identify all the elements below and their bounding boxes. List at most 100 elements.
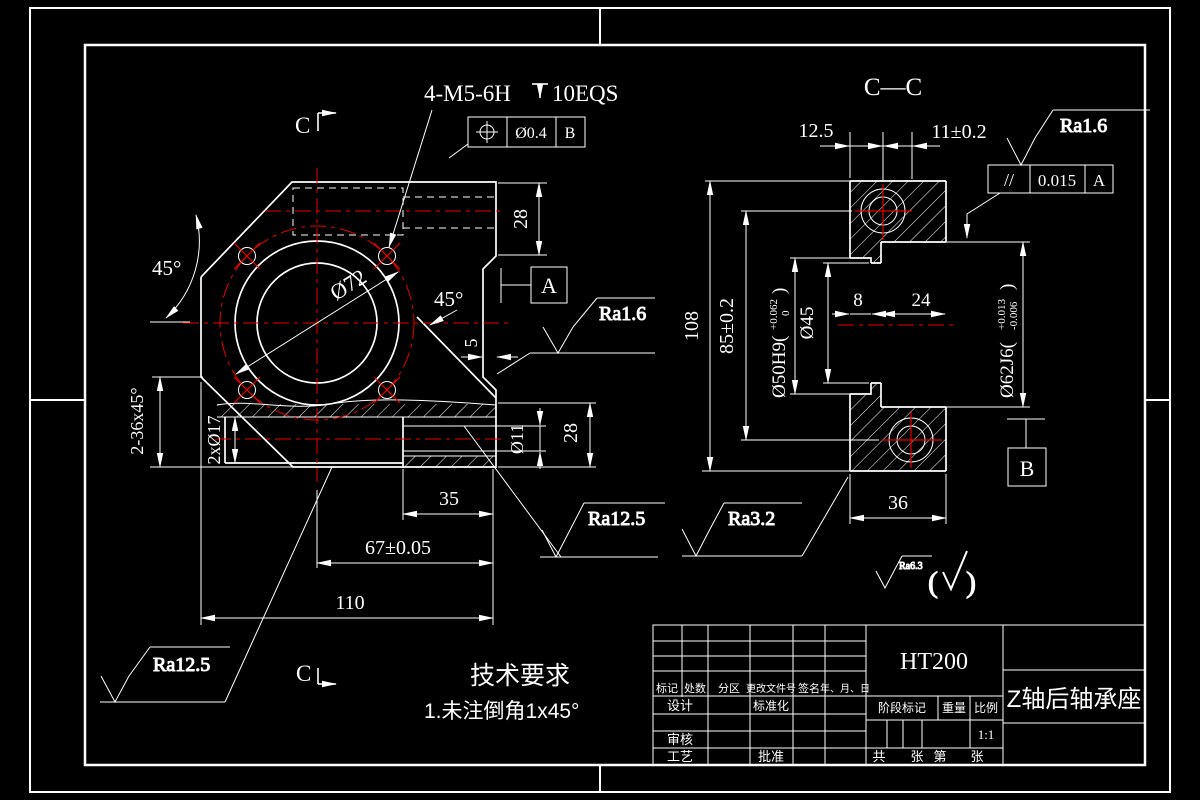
section-bottom-hole [882, 412, 942, 468]
stage-mark-label: 阶段标记 [878, 700, 926, 715]
datum-a: A [500, 266, 568, 304]
dim-bore50: Ø50H9( +0.062 0 ) [768, 257, 850, 398]
counterbore-label: 2xØ17 [204, 416, 224, 465]
bore62-main: Ø62J6( [997, 342, 1018, 398]
section-letter-top: C [295, 113, 310, 138]
sheet-note-sheet: 张 [970, 749, 983, 764]
hole-11-label: Ø11 [507, 424, 527, 454]
dim-hole-11: Ø11 [507, 408, 544, 469]
dim-110-label: 110 [335, 592, 364, 614]
position-datum-ref: B [565, 125, 576, 142]
chamfer-note-label: 2-36x45° [127, 387, 147, 454]
angle-right-label: 45° [434, 287, 463, 311]
dim-67-label: 67±0.05 [365, 537, 431, 559]
roughness-ra16-section-label: Ra1.6 [1060, 115, 1107, 137]
row-process: 工艺 [667, 749, 693, 764]
bore62-lower-tol: -0.006 [1008, 301, 1020, 330]
position-tolerance-value: Ø0.4 [515, 125, 547, 142]
dim-bore45: Ø45 [797, 262, 869, 384]
dim-bore62: Ø62J6( +0.013 -0.006 ) [946, 241, 1030, 408]
dim-28-top: 28 [498, 182, 547, 256]
roughness-ra32: Ra3.2 [681, 476, 849, 558]
dim-67: 67±0.05 [316, 490, 494, 568]
technical-requirements: 技术要求 1.未注倒角1x45° [424, 662, 579, 723]
dim-85-label: 85±0.2 [716, 298, 738, 354]
dim-36-label: 36 [888, 492, 908, 514]
front-hatch-band [217, 404, 496, 417]
dim-108: 108 [681, 180, 850, 472]
dim-chamfer-236: 2-36x45° [127, 376, 293, 468]
dim-36: 36 [849, 474, 947, 524]
tech-req-item1: 1.未注倒角1x45° [424, 700, 579, 723]
roughness-ra16-front: Ra1.6 [496, 297, 655, 375]
parallel-symbol: // [1004, 170, 1014, 190]
title-block: 标记 处数 分区 更改文件号 签名 年、月、日 设计 标准化 审核 工艺 批准 … [652, 624, 1146, 766]
bore50-lower-tol: 0 [780, 310, 792, 316]
row-standardization: 标准化 [753, 699, 789, 713]
parallel-tolerance: 0.015 [1038, 171, 1076, 190]
roughness-ra125-left-label: Ra12.5 [153, 654, 210, 676]
dim-85: 85±0.2 [716, 210, 879, 441]
title-block-grid [652, 624, 1146, 766]
front-view: C C 4-M5-6H 10EQS Ø0. [100, 81, 665, 704]
depth-symbol-icon [532, 83, 548, 99]
thread-note-suffix: 10EQS [552, 81, 618, 106]
bore50-main: Ø50H9( [769, 336, 790, 398]
dim-125-label: 12.5 [799, 120, 834, 142]
dim-35-label: 35 [439, 488, 459, 510]
check-roughness-icon [942, 550, 968, 592]
position-tolerance-frame: Ø0.4 B [448, 116, 586, 159]
part-name: Z轴后轴承座 [1007, 686, 1142, 713]
scale-label: 比例 [974, 701, 998, 715]
parallelism-frame: // 0.015 A [963, 164, 1114, 239]
tech-req-title: 技术要求 [470, 662, 570, 690]
sheet-note-sheets: 张 [910, 749, 923, 764]
dim-108-label: 108 [681, 311, 703, 341]
front-outline [200, 181, 497, 468]
dim-28-bottom-label: 28 [560, 423, 582, 443]
angle-dim-right: 45° [429, 287, 463, 326]
section-title: C—C [864, 74, 922, 101]
header-date: 年、月、日 [820, 682, 870, 695]
bore45-label: Ø45 [797, 307, 818, 340]
roughness-ra32-label: Ra3.2 [728, 508, 775, 530]
row-design: 设计 [667, 698, 693, 713]
title-block-headers: 标记 处数 分区 更改文件号 签名 年、月、日 [656, 681, 870, 695]
bore50-close: ) [769, 288, 790, 294]
material-label: HT200 [900, 649, 968, 675]
roughness-ra16-front-label: Ra1.6 [599, 303, 646, 325]
front-hatch-strip [403, 456, 496, 467]
title-block-rows: 设计 标准化 审核 工艺 批准 [667, 698, 789, 764]
bore50-upper-tol: +0.062 [768, 299, 780, 330]
dim-5-label: 5 [461, 339, 481, 348]
roughness-ra16-section: Ra1.6 [1006, 109, 1150, 167]
roughness-ra125-mid: Ra12.5 [463, 425, 665, 559]
counterbore-pocket [224, 417, 404, 467]
dim-5: 5 [461, 312, 518, 366]
paren-close: ) [966, 566, 976, 599]
section-top-hole [855, 184, 912, 240]
dim-35: 35 [402, 469, 494, 625]
sheet-border [29, 7, 1171, 793]
general-roughness-value: Ra6.3 [899, 561, 923, 572]
header-zone: 分区 [718, 682, 740, 695]
header-mark: 标记 [656, 681, 678, 695]
sheet-note-no: 第 [933, 749, 946, 764]
dim-24-label: 24 [912, 290, 932, 311]
header-change-doc: 更改文件号 [746, 682, 796, 695]
section-hatch-top [850, 181, 946, 263]
dim-8-label: 8 [853, 290, 863, 311]
row-check: 审核 [667, 732, 693, 747]
paren-open: ( [928, 566, 938, 599]
bore62-upper-tol: +0.013 [996, 299, 1008, 330]
bore62-close: ) [997, 284, 1018, 290]
datum-a-label: A [541, 273, 557, 298]
general-roughness-note: Ra6.3 ( ) [875, 550, 977, 600]
dim-28-top-label: 28 [510, 209, 532, 229]
section-letter-bottom: C [296, 661, 311, 686]
section-cut-marks: C C [295, 109, 337, 688]
sheet-note-total: 共 [872, 749, 885, 764]
dim-125-11: 12.5 11±0.2 [799, 120, 987, 182]
